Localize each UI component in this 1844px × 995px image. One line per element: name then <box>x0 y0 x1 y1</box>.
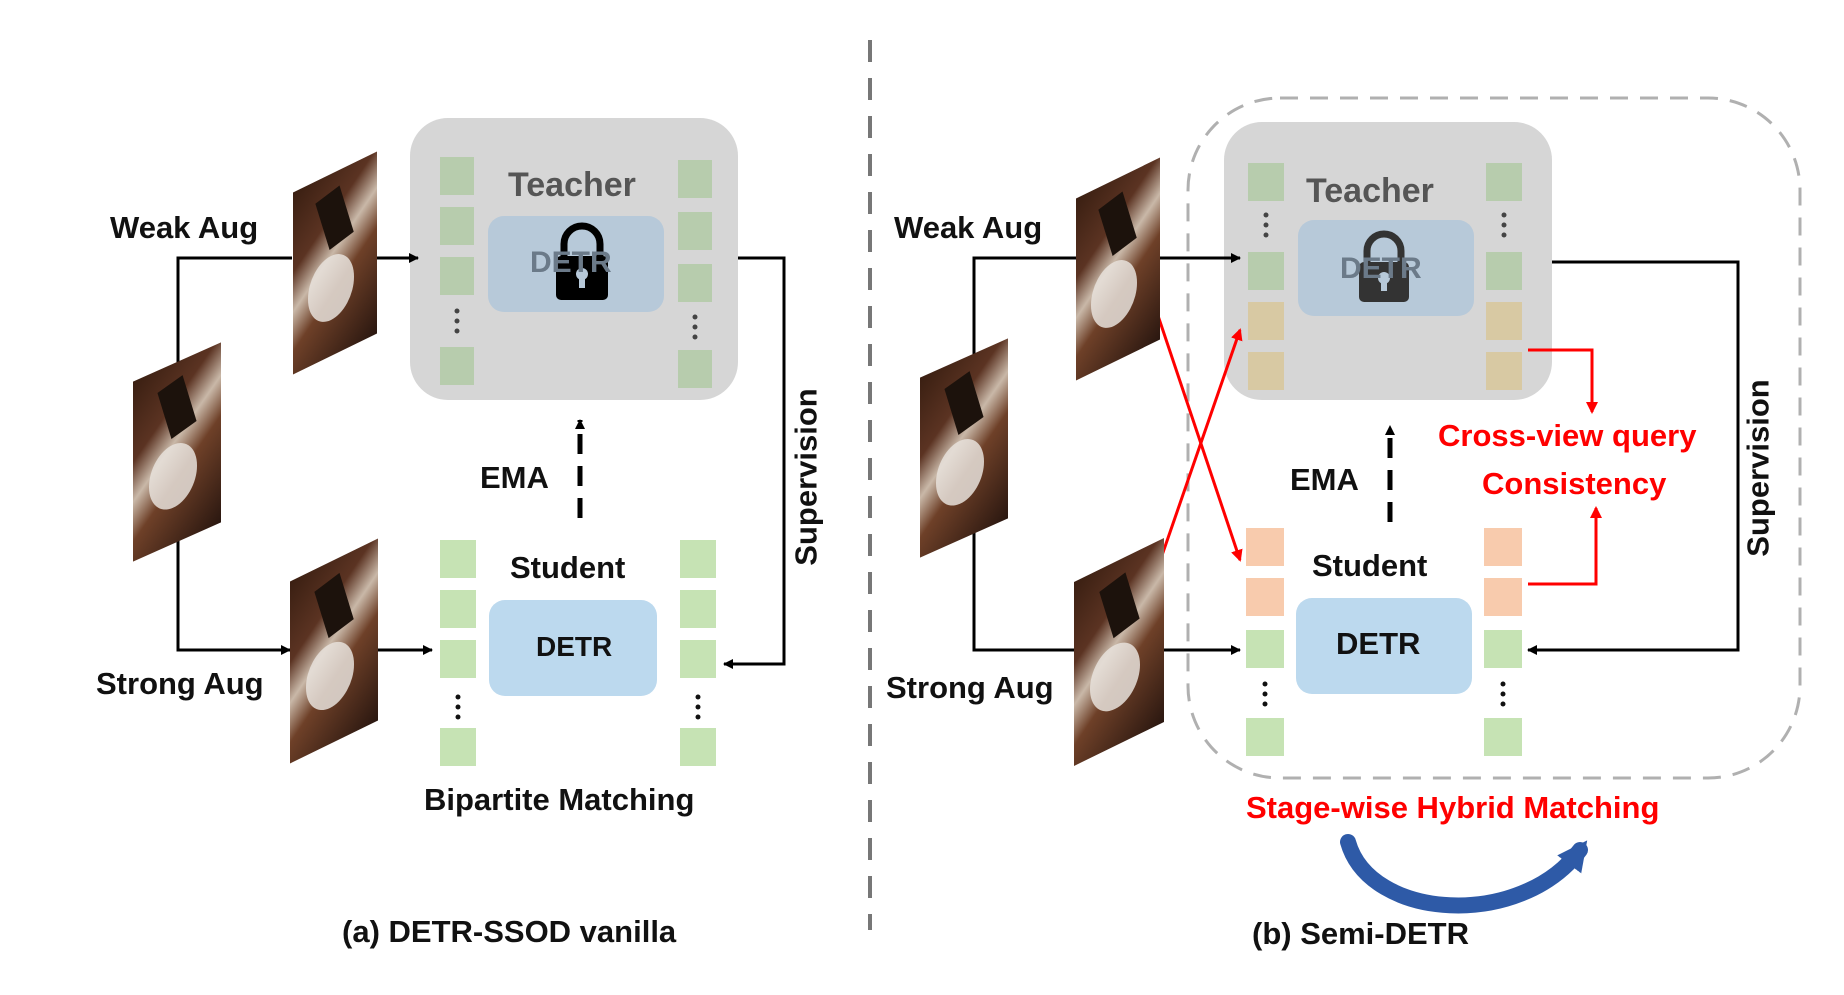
weak-branch-line-b <box>972 256 1088 372</box>
caption-a: (a) DETR-SSOD vanilla <box>342 914 677 949</box>
matching-label-a: Bipartite Matching <box>424 782 695 817</box>
teacher-label-b: Teacher <box>1306 172 1434 210</box>
student-queries-left-a <box>440 540 476 766</box>
student-label-a: Student <box>510 550 626 585</box>
cross-arrow-strong-to-teacher <box>1148 328 1243 591</box>
weak-aug-label-a: Weak Aug <box>110 210 259 245</box>
consistency-arrow-bottom <box>1528 506 1602 586</box>
consistency-label-line1: Cross-view query <box>1438 418 1697 453</box>
weak-branch-line-a <box>176 256 292 368</box>
ema-label-b: EMA <box>1290 462 1359 497</box>
supervision-line-b <box>1527 260 1740 655</box>
strong-aug-label-b: Strong Aug <box>886 670 1054 705</box>
consistency-arrow-top <box>1528 348 1598 414</box>
group-boundary-b <box>1186 96 1802 780</box>
student-queries-right-a <box>680 540 716 766</box>
teacher-queries-left-a <box>440 157 474 385</box>
weak-aug-label-b: Weak Aug <box>894 210 1043 245</box>
hybrid-matching-curve-icon <box>1340 834 1588 914</box>
ellipsis-vertical-icon <box>1263 212 1507 238</box>
lock-icon <box>1359 230 1409 302</box>
teacher-label-a: Teacher <box>508 166 636 204</box>
consistency-label-line2: Consistency <box>1482 466 1667 501</box>
ellipsis-vertical-icon <box>455 694 701 720</box>
strong-branch-line-b <box>972 522 1085 655</box>
student-queries-right-b <box>1484 528 1522 756</box>
matching-label-b: Stage-wise Hybrid Matching <box>1246 790 1660 825</box>
caption-b: (b) Semi-DETR <box>1252 916 1469 951</box>
teacher-queries-right-b <box>1486 163 1522 390</box>
supervision-line-a <box>723 256 786 669</box>
student-detr-box-a <box>489 600 657 696</box>
strong-branch-line-a <box>176 522 291 655</box>
teacher-queries-right-a <box>678 160 712 388</box>
student-queries-left-b <box>1246 528 1284 756</box>
teacher-model-label-b: DETR <box>1340 252 1422 285</box>
student-detr-box-b <box>1296 598 1472 694</box>
teacher-model-label-a: DETR <box>530 246 612 279</box>
student-model-label-b: DETR <box>1336 626 1421 661</box>
ema-label-a: EMA <box>480 460 549 495</box>
teacher-queries-left-b <box>1248 163 1284 390</box>
supervision-label-b: Supervision <box>1740 379 1776 557</box>
strong-aug-label-a: Strong Aug <box>96 666 264 701</box>
student-model-label-a: DETR <box>536 631 613 662</box>
ellipsis-vertical-icon <box>1262 681 1506 707</box>
lock-icon <box>556 222 608 300</box>
supervision-label-a: Supervision <box>788 388 824 566</box>
ellipsis-vertical-icon <box>454 308 698 340</box>
student-label-b: Student <box>1312 548 1428 583</box>
